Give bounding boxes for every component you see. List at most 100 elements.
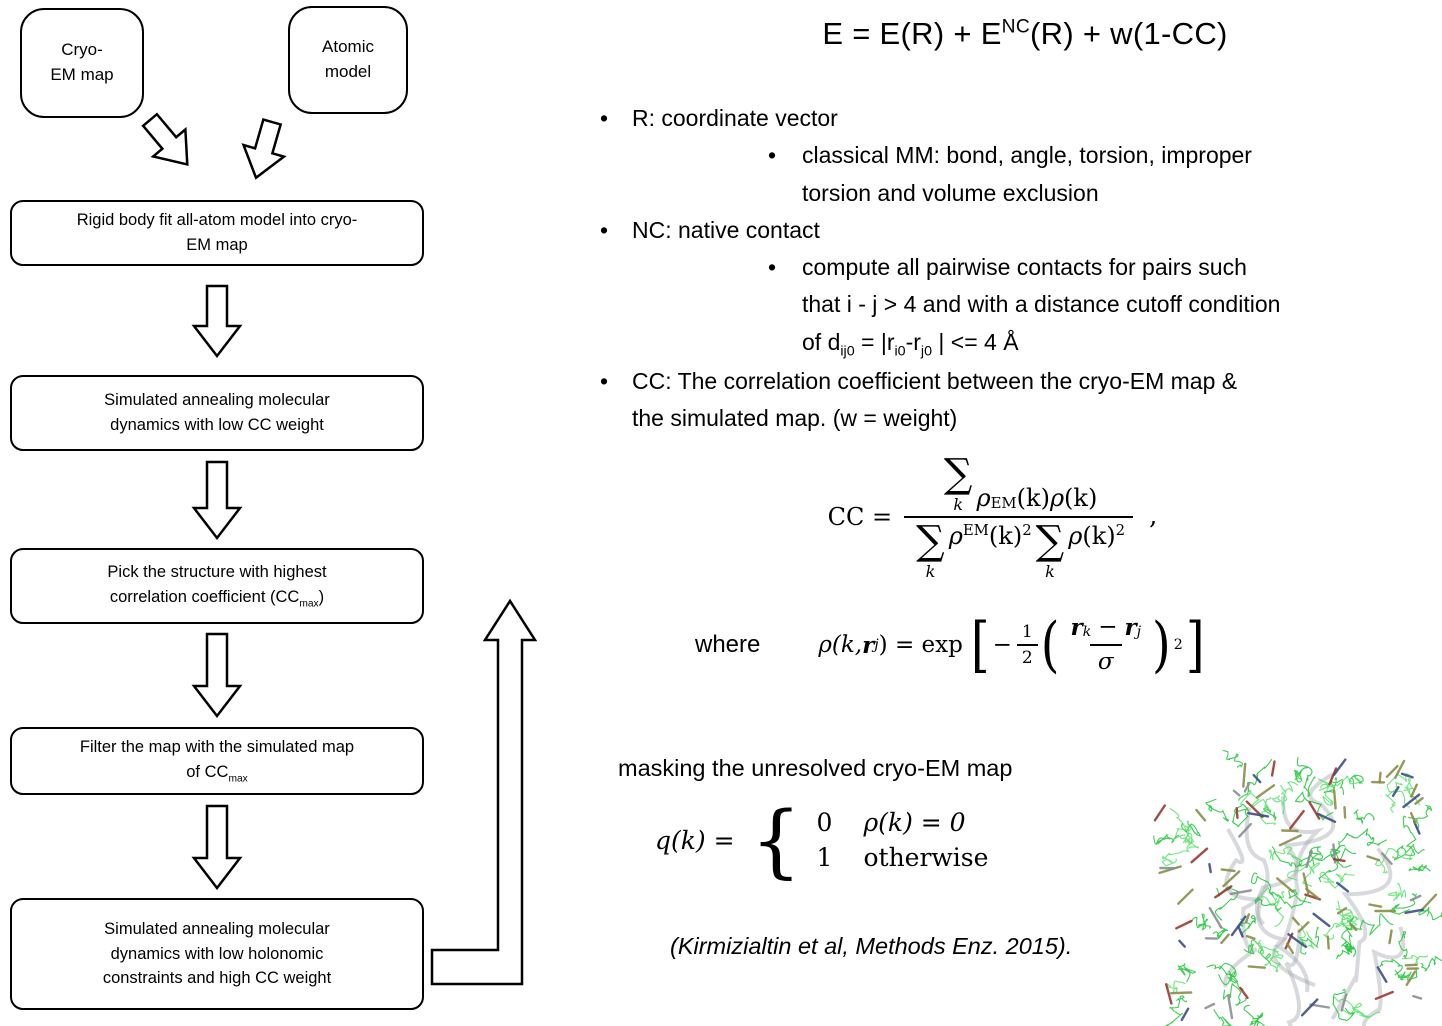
- ccmax-subscript: max: [228, 773, 248, 785]
- k-paren: (k): [1082, 521, 1116, 550]
- sum-symbol: ∑k: [1036, 521, 1065, 580]
- numerator-one: 1: [1021, 621, 1033, 642]
- case-condition: otherwise: [863, 842, 989, 872]
- equals-exp: ) = exp: [878, 631, 963, 658]
- step-line: Simulated annealing molecular: [104, 919, 330, 938]
- bullet-line: CC: The correlation coefficient between …: [632, 368, 1238, 395]
- bullet-line: of dij0 = |ri0-rj0 | <= 4 Å: [802, 324, 1280, 364]
- k-paren: (k): [1064, 483, 1098, 512]
- flow-arrow-down-1: [191, 284, 243, 359]
- left-paren: (: [1040, 609, 1060, 680]
- r-subscript: i0: [894, 343, 906, 360]
- minus-sign: −: [1098, 613, 1118, 640]
- step-sa-md-low-cc: Simulated annealing molecular dynamics w…: [10, 375, 424, 451]
- atomic-box-line: Atomic: [322, 37, 374, 57]
- k-paren: (k): [1016, 483, 1050, 512]
- squared-superscript: 2: [1022, 520, 1032, 539]
- sum-limit: k: [1045, 561, 1055, 581]
- vector-r: r: [1070, 613, 1083, 641]
- sigma-denominator: σ: [1089, 644, 1122, 677]
- bullet-line: classical MM: bond, angle, torsion, impr…: [802, 142, 1252, 169]
- step-line-text: correlation coefficient (CC: [109, 588, 300, 607]
- step-pick-ccmax: Pick the structure with highest correlat…: [10, 548, 424, 624]
- cryo-em-map-box: Cryo- EM map: [20, 8, 144, 118]
- bullet-line: torsion and volume exclusion: [802, 179, 1099, 206]
- em-superscript: EM: [990, 494, 1017, 513]
- molecule-svg: [1153, 739, 1442, 1026]
- step-line: EM map: [186, 236, 248, 254]
- step-line: of CCmax: [186, 760, 248, 787]
- j-subscript: j: [874, 636, 879, 653]
- sum-symbol: ∑k: [944, 454, 973, 513]
- where-label: where: [695, 630, 761, 658]
- bullet-text: compute all pairwise contacts for pairs …: [802, 249, 1280, 363]
- energy-eq-part: E = E(R) + E: [822, 16, 1002, 51]
- bullet-line-text: of d: [802, 328, 841, 355]
- bullet-text: classical MM: bond, angle, torsion, impr…: [802, 137, 1252, 212]
- right-bracket: ]: [1185, 609, 1205, 680]
- bullet-dot: •: [600, 105, 609, 131]
- bullet-line-text: -r: [905, 328, 921, 355]
- squared-superscript: 2: [1115, 520, 1126, 539]
- step-line: Filter the map with the simulated map: [79, 738, 355, 757]
- bullet-line-text: | <= 4 Å: [932, 328, 1019, 355]
- cryo-box-line: Cryo-: [61, 40, 103, 60]
- bullet-pairwise-contacts: • compute all pairwise contacts for pair…: [768, 249, 1442, 363]
- step-line: Simulated annealing molecular: [104, 391, 330, 410]
- rho-symbol: ρ: [976, 483, 991, 512]
- step-line: correlation coefficient (CCmax): [110, 585, 324, 612]
- step-rigid-body-fit: Rigid body fit all-atom model into cryo-…: [10, 200, 424, 266]
- bullet-line: compute all pairwise contacts for pairs …: [802, 254, 1247, 280]
- q-lhs: q(k) =: [655, 825, 735, 855]
- flow-arrow-down-3: [191, 632, 243, 719]
- k-subscript: k: [1082, 624, 1092, 641]
- bullet-dot: •: [600, 368, 609, 395]
- sum-limit: k: [925, 561, 936, 581]
- bullet-dot: •: [600, 216, 609, 243]
- bullet-text: NC: native contact: [632, 216, 820, 243]
- bullet-line: that i - j > 4 and with a distance cutof…: [802, 291, 1281, 318]
- sigma-glyph: ∑: [943, 450, 973, 497]
- energy-equation-title: E = E(R) + ENC(R) + w(1-CC): [620, 16, 1430, 52]
- atomic-box-line: model: [324, 62, 372, 81]
- molecular-density-image: [1142, 739, 1442, 1026]
- sigma-glyph: ∑: [1035, 517, 1065, 564]
- equals-sign: =: [872, 502, 893, 531]
- minus-sign: −: [992, 631, 1012, 658]
- arrow-atomic-to-fit: [241, 117, 287, 180]
- step-filter-map: Filter the map with the simulated map of…: [10, 727, 424, 795]
- right-paren: ): [1152, 609, 1171, 680]
- step-line: Rigid body fit all-atom model into cryo-: [76, 211, 358, 230]
- step-line: dynamics with low CC weight: [110, 416, 324, 434]
- squared-superscript: 2: [1173, 636, 1183, 653]
- step-line: Pick the structure with highest: [107, 563, 327, 582]
- right-column: • R: coordinate vector • classical MM: b…: [600, 100, 1442, 965]
- rho-symbol: ρ: [1068, 521, 1083, 550]
- masking-heading: masking the unresolved cryo-EM map: [618, 754, 1013, 781]
- bullet-cc: • CC: The correlation coefficient betwee…: [600, 363, 1442, 438]
- flowchart-arrows: [141, 112, 538, 986]
- sum-symbol: ∑k: [916, 521, 945, 580]
- case-value: 0: [816, 808, 833, 838]
- step-sa-md-high-cc: Simulated annealing molecular dynamics w…: [10, 898, 424, 1010]
- cc-formula-lhs: CC =: [828, 502, 892, 532]
- ccmax-subscript: max: [299, 598, 319, 610]
- denominator-two: 2: [1016, 644, 1038, 668]
- k-paren: (k): [988, 521, 1023, 550]
- bullet-text: R: coordinate vector: [632, 105, 838, 131]
- rho-lhs: ρ(k,: [818, 631, 863, 658]
- left-bracket: [: [970, 609, 990, 680]
- flow-arrow-down-4: [191, 804, 243, 891]
- energy-eq-part: (R) + w(1-CC): [1030, 16, 1228, 51]
- step-line: constraints and high CC weight: [102, 969, 332, 988]
- citation: (Kirmizialtin et al, Methods Enz. 2015).: [670, 932, 1073, 959]
- bullet-dot: •: [768, 254, 777, 280]
